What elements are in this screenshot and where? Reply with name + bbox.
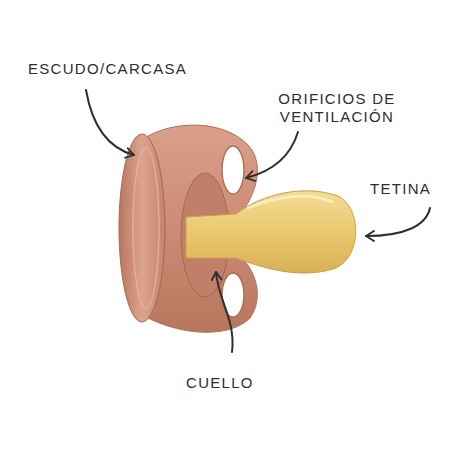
teat (186, 191, 356, 273)
part-label: CUELLO (186, 374, 254, 392)
leader-arrow (216, 272, 233, 352)
part-label: ORIFICIOS DE VENTILACIÓN (264, 90, 410, 126)
shield-button (119, 134, 165, 322)
teat-highlight (248, 196, 332, 208)
part-label: TETINA (370, 180, 431, 198)
leader-arrow (366, 208, 430, 236)
leader-arrow (86, 90, 134, 155)
part-label: ESCUDO/CARCASA (28, 60, 187, 78)
vent-hole (222, 146, 244, 194)
leader-arrow (246, 132, 298, 178)
shield-button-rim (133, 148, 159, 308)
